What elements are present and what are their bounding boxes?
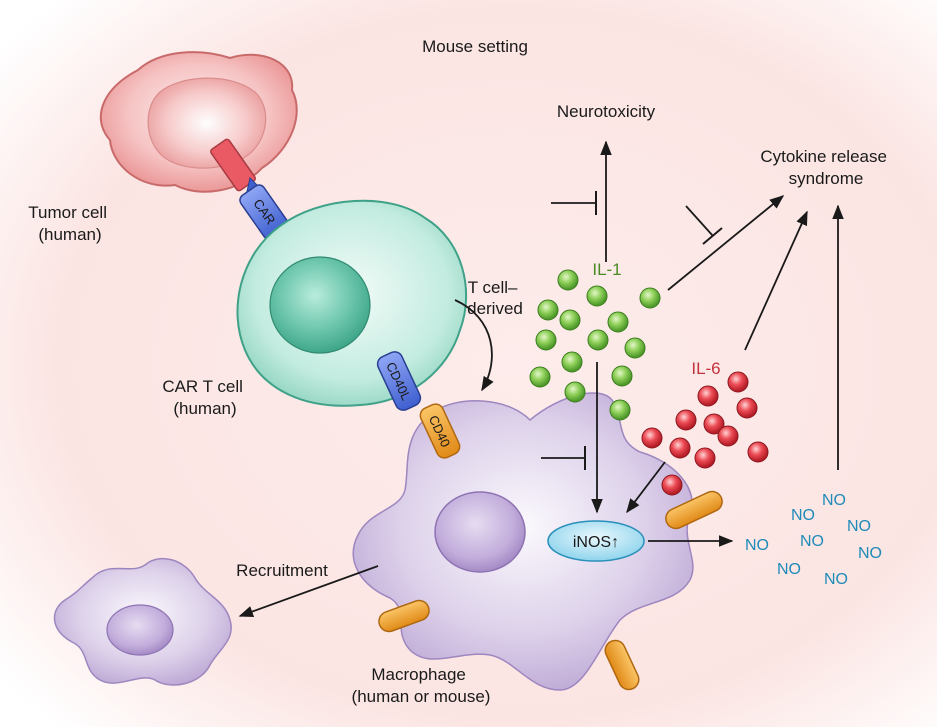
il6-cytokines (641, 371, 769, 496)
macrophage-label: Macrophage (human or mouse) (352, 665, 491, 706)
il6-label: IL-6 (691, 359, 720, 378)
macrophage (352, 392, 694, 691)
no-1: NO (791, 507, 815, 524)
macrophage-nucleus (434, 491, 526, 573)
macrophage-receptors (378, 490, 723, 691)
il6-to-crs-arrow (744, 210, 808, 351)
crs-label: Cytokine release syndrome (760, 147, 891, 188)
recruitment-label: Recruitment (236, 561, 328, 580)
neurotoxicity-inhibitor (551, 191, 597, 215)
inos-node: iNOS↑ (547, 520, 645, 562)
no-5: NO (800, 533, 824, 550)
t-cell-derived-label: T cell– derived (467, 278, 523, 318)
no-7: NO (777, 561, 801, 578)
neurotoxicity-label: Neurotoxicity (557, 102, 656, 121)
recruited-macrophage (53, 557, 232, 686)
inos-inhibitor (541, 446, 586, 470)
no-8: NO (824, 571, 848, 588)
il1-cytokines (529, 269, 661, 421)
no-2: NO (822, 492, 846, 509)
car-t-cell (236, 199, 468, 407)
car-receptor: CAR (239, 177, 289, 240)
no-molecules: NO NO NO NO NO NO NO NO (745, 492, 882, 588)
tumor-cell-label: Tumor cell (human) (28, 203, 111, 244)
inos-label: iNOS↑ (573, 534, 619, 551)
il1-to-crs-arrow (667, 195, 785, 291)
car-t-cell-label: CAR T cell (human) (162, 377, 247, 418)
no-6: NO (858, 545, 882, 562)
no-4: NO (745, 537, 769, 554)
recruitment-arrow (238, 565, 379, 618)
il1-label: IL-1 (592, 260, 621, 279)
crs-inhibitor (685, 205, 723, 245)
il6-to-inos-arrow (626, 461, 666, 514)
tumor-antigen (210, 138, 256, 192)
t-cell-nucleus (269, 256, 371, 354)
no-3: NO (847, 518, 871, 535)
tumor-cell (99, 51, 298, 193)
t-cell-derived-arrow (454, 299, 494, 392)
title-mouse-setting: Mouse setting (422, 37, 528, 56)
